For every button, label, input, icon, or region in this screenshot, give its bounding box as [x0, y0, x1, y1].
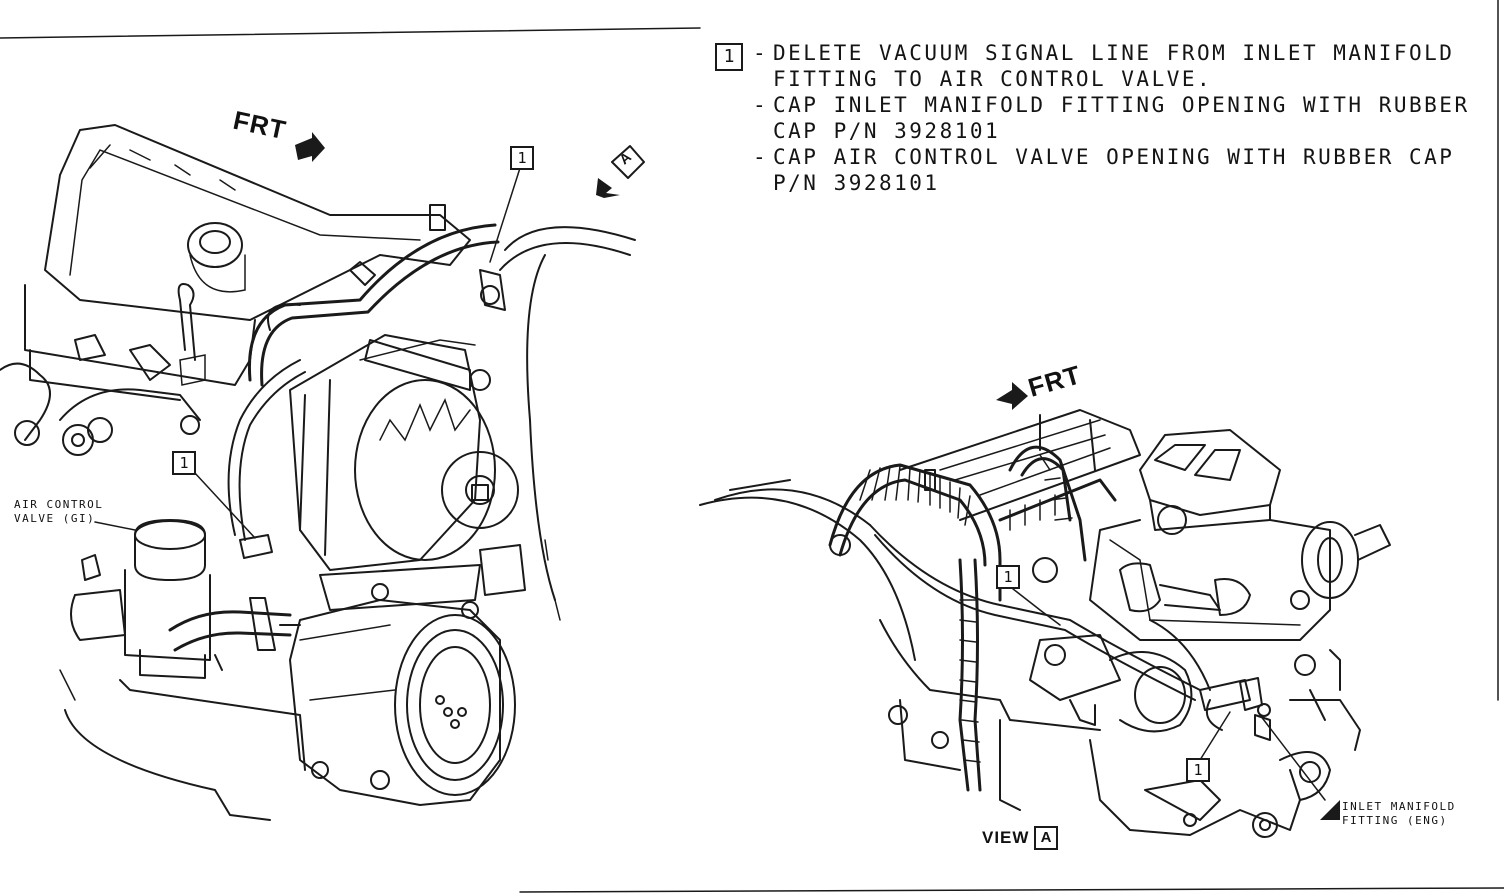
left-callout-top: 1	[510, 146, 534, 170]
note-2-line-a: CAP INLET MANIFOLD FITTING OPENING WITH …	[773, 93, 1470, 117]
air-control-label-line1: AIR CONTROL	[14, 498, 104, 511]
note-key-box: 1	[715, 43, 743, 71]
right-bottom-leader	[1199, 711, 1231, 761]
view-key-box: A	[1034, 826, 1058, 850]
fitting-label-line2: FITTING (ENG)	[1342, 814, 1448, 827]
left-engine-view	[0, 124, 645, 821]
fitting-label-line1: INLET MANIFOLD	[1342, 800, 1456, 813]
note-3-line-a: CAP AIR CONTROL VALVE OPENING WITH RUBBE…	[773, 145, 1455, 169]
note-1-line-a: DELETE VACUUM SIGNAL LINE FROM INLET MAN…	[773, 41, 1455, 65]
note-dash: -	[753, 145, 769, 169]
air-control-valve-label: AIR CONTROL VALVE (GI)	[14, 498, 103, 526]
instruction-notes: 1 - DELETE VACUUM SIGNAL LINE FROM INLET…	[715, 40, 1495, 196]
bottom-border-line	[519, 887, 1504, 893]
view-label: VIEW	[982, 828, 1030, 847]
air-control-label-line2: VALVE (GI)	[14, 512, 96, 525]
left-mid-leader	[193, 471, 256, 539]
left-top-leader	[489, 167, 521, 263]
note-1-line-b: FITTING TO AIR CONTROL VALVE.	[773, 67, 1213, 91]
note-3-line-b: P/N 3928101	[773, 171, 940, 195]
note-2: - CAP INLET MANIFOLD FITTING OPENING WIT…	[715, 92, 1495, 144]
air-control-leader	[94, 521, 136, 531]
note-2-line-b: CAP P/N 3928101	[773, 119, 1001, 143]
right-callout-top: 1	[996, 565, 1020, 589]
fitting-leader	[1259, 714, 1326, 801]
left-callout-mid: 1	[172, 451, 196, 475]
note-1: 1 - DELETE VACUUM SIGNAL LINE FROM INLET…	[715, 40, 1495, 92]
top-border-line	[0, 27, 701, 39]
right-engine-view	[699, 382, 1391, 838]
note-3: - CAP AIR CONTROL VALVE OPENING WITH RUB…	[715, 144, 1495, 196]
note-dash: -	[753, 41, 769, 65]
inlet-manifold-fitting-label: INLET MANIFOLD FITTING (ENG)	[1342, 800, 1456, 828]
right-top-leader	[1007, 584, 1061, 626]
right-callout-bottom: 1	[1186, 758, 1210, 782]
note-dash: -	[753, 93, 769, 117]
